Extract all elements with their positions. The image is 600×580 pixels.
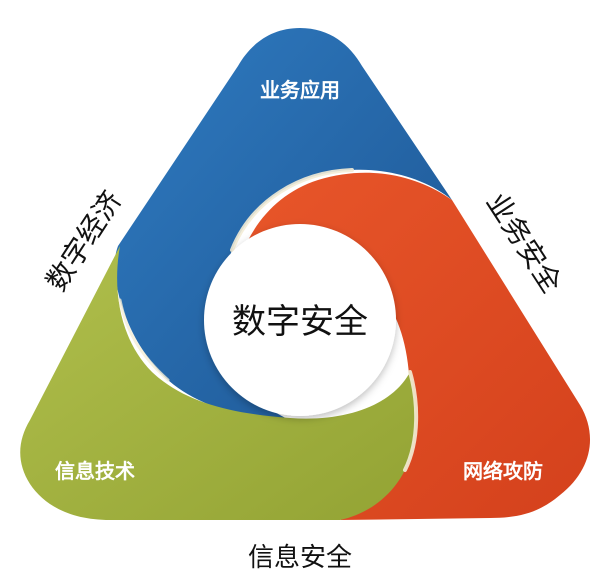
segment-label-network-offense-defense: 网络攻防 [463, 459, 543, 483]
segment-information-technology [20, 246, 417, 520]
edge-label-information-security: 信息安全 [248, 543, 352, 573]
swirl-highlight-2 [403, 370, 419, 472]
segment-label-business-application: 业务应用 [260, 78, 340, 102]
center-label: 数字安全 [232, 302, 368, 342]
segment-label-information-technology: 信息技术 [55, 459, 135, 483]
segment-business-application [114, 28, 452, 420]
swirl-highlight-3 [118, 298, 170, 382]
swirl-highlight [230, 168, 354, 252]
center-circle [204, 224, 396, 416]
